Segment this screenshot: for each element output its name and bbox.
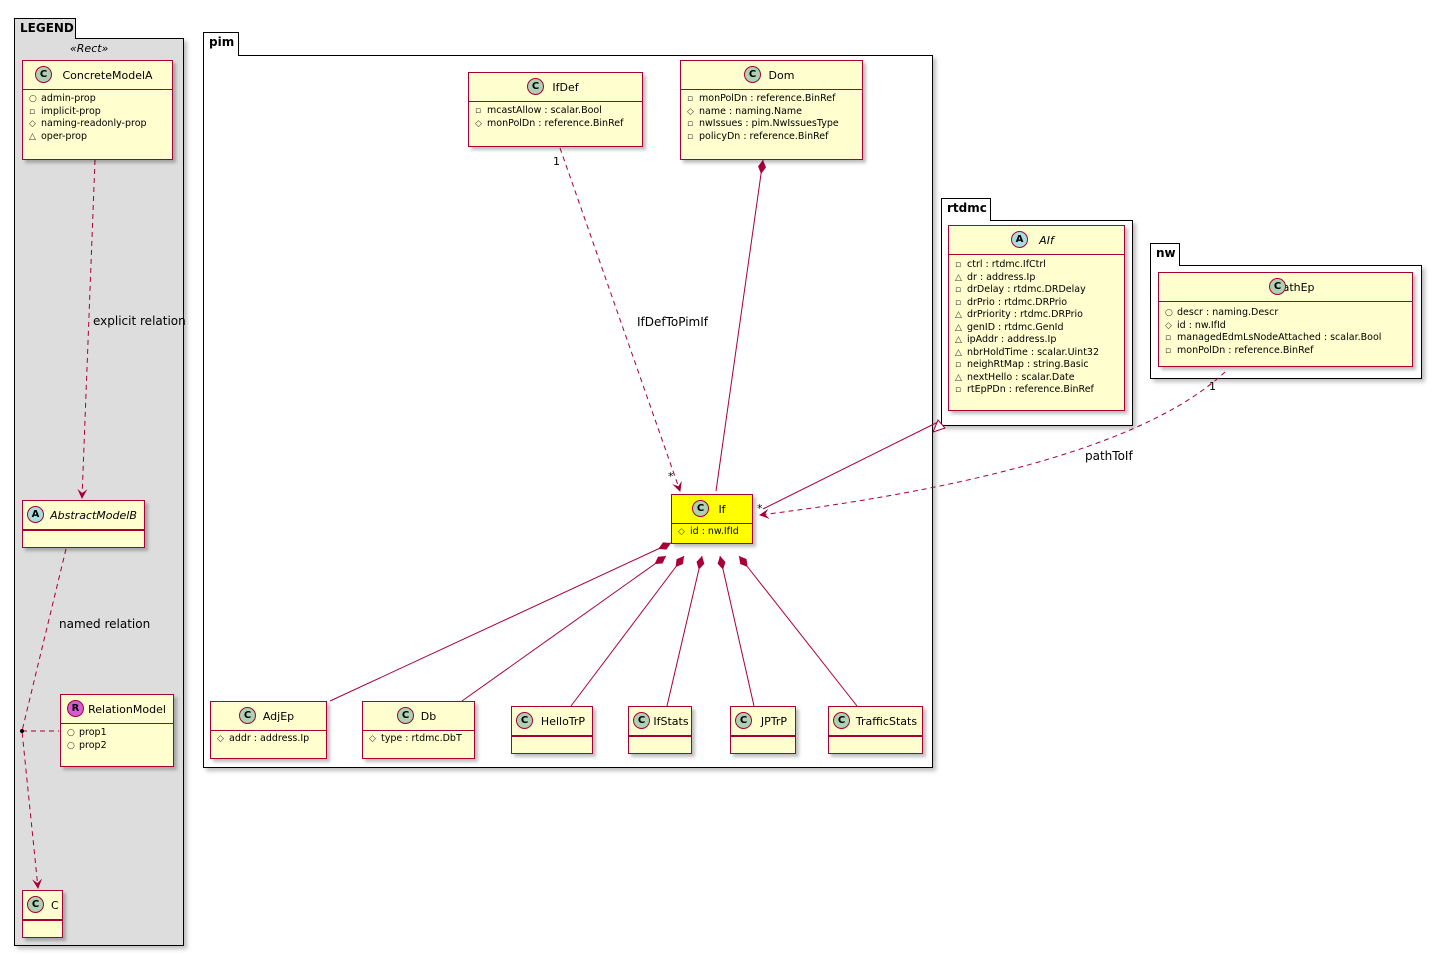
legend-stereotype: «Rect» bbox=[70, 42, 109, 55]
generalization-arrowhead bbox=[932, 419, 946, 433]
explicit-relation-label: explicit relation bbox=[93, 314, 186, 328]
if-to-hellotrp-line bbox=[570, 555, 685, 707]
ifdef-multiplicity: 1 bbox=[553, 155, 560, 168]
private-icon: ▫ bbox=[1165, 345, 1172, 356]
class-badge-icon: C bbox=[527, 78, 544, 95]
pim-package-tab: pim bbox=[203, 32, 239, 56]
class-badge-icon: C bbox=[833, 712, 850, 729]
ifdef-to-pimif-label: IfDefToPimIf bbox=[637, 315, 709, 329]
if-multiplicity-aif: * bbox=[757, 502, 763, 515]
pim-package-frame bbox=[203, 55, 933, 768]
private-icon: ▫ bbox=[955, 285, 962, 295]
class-badge-icon: C bbox=[397, 707, 414, 724]
protected-icon: ◇ bbox=[369, 734, 376, 744]
protected-icon: ◇ bbox=[217, 734, 224, 744]
class-badge-icon: C bbox=[1269, 278, 1286, 295]
protected-icon: ◇ bbox=[687, 106, 694, 117]
aif-generalization-line bbox=[762, 421, 939, 510]
public-icon: ○ bbox=[1165, 308, 1173, 318]
class-badge-icon: C bbox=[735, 712, 752, 729]
class-badge-icon: C bbox=[27, 896, 44, 913]
if-to-ifstats-line bbox=[666, 555, 705, 707]
nw-package-tab: nw bbox=[1150, 243, 1180, 266]
class-badge-icon: C bbox=[516, 712, 533, 729]
dom-to-if-line bbox=[715, 159, 766, 492]
legend-package-frame bbox=[14, 38, 184, 946]
explicit-relation-line bbox=[77, 159, 96, 499]
private-icon: ▫ bbox=[29, 106, 36, 117]
relation-junction-dot bbox=[20, 729, 24, 733]
named-relation-label: named relation bbox=[59, 617, 151, 631]
legend-package-tab: LEGEND bbox=[14, 18, 76, 39]
private-icon: ▫ bbox=[1165, 333, 1172, 343]
if-to-trafficstats-line bbox=[738, 555, 858, 707]
if-to-adjep-line bbox=[329, 542, 672, 702]
package-icon: △ bbox=[955, 322, 962, 333]
if-to-jptrp-line bbox=[717, 555, 755, 707]
private-icon: ▫ bbox=[955, 385, 962, 395]
if-to-db-line bbox=[461, 555, 667, 702]
private-icon: ▫ bbox=[955, 360, 962, 370]
package-icon: △ bbox=[955, 347, 962, 358]
abstract-badge-icon: A bbox=[27, 506, 44, 523]
class-badge-icon: C bbox=[692, 500, 709, 517]
package-icon: △ bbox=[29, 131, 36, 142]
private-icon: ▫ bbox=[687, 94, 694, 104]
protected-icon: ◇ bbox=[475, 118, 482, 129]
package-icon: △ bbox=[955, 310, 962, 320]
protected-icon: ◇ bbox=[678, 527, 685, 537]
pathep-multiplicity: 1 bbox=[1209, 380, 1216, 393]
class-badge-icon: C bbox=[633, 712, 650, 729]
private-icon: ▫ bbox=[687, 131, 694, 142]
abstract-badge-icon: A bbox=[1011, 231, 1028, 248]
class-badge-icon: C bbox=[744, 66, 761, 83]
public-icon: ○ bbox=[67, 740, 75, 751]
private-icon: ▫ bbox=[687, 119, 694, 129]
protected-icon: ◇ bbox=[29, 119, 36, 129]
package-icon: △ bbox=[955, 272, 962, 283]
path-to-if-label: pathToIf bbox=[1085, 449, 1133, 463]
private-icon: ▫ bbox=[955, 260, 962, 270]
protected-icon: ◇ bbox=[1165, 320, 1172, 331]
package-icon: △ bbox=[955, 335, 962, 345]
package-icon: △ bbox=[955, 372, 962, 383]
private-icon: ▫ bbox=[955, 297, 962, 308]
public-icon: ○ bbox=[67, 728, 75, 738]
if-multiplicity-ifdef: * bbox=[668, 470, 674, 483]
pathep-to-if-line bbox=[759, 371, 1226, 519]
public-icon: ○ bbox=[29, 94, 37, 104]
class-badge-icon: C bbox=[35, 66, 52, 83]
ifdef-to-if-line bbox=[559, 147, 682, 492]
relation-badge-icon: R bbox=[67, 700, 84, 717]
class-badge-icon: C bbox=[239, 707, 256, 724]
named-relation-line bbox=[21, 548, 67, 889]
rtdmc-package-tab: rtdmc bbox=[941, 198, 991, 221]
private-icon: ▫ bbox=[475, 106, 482, 116]
